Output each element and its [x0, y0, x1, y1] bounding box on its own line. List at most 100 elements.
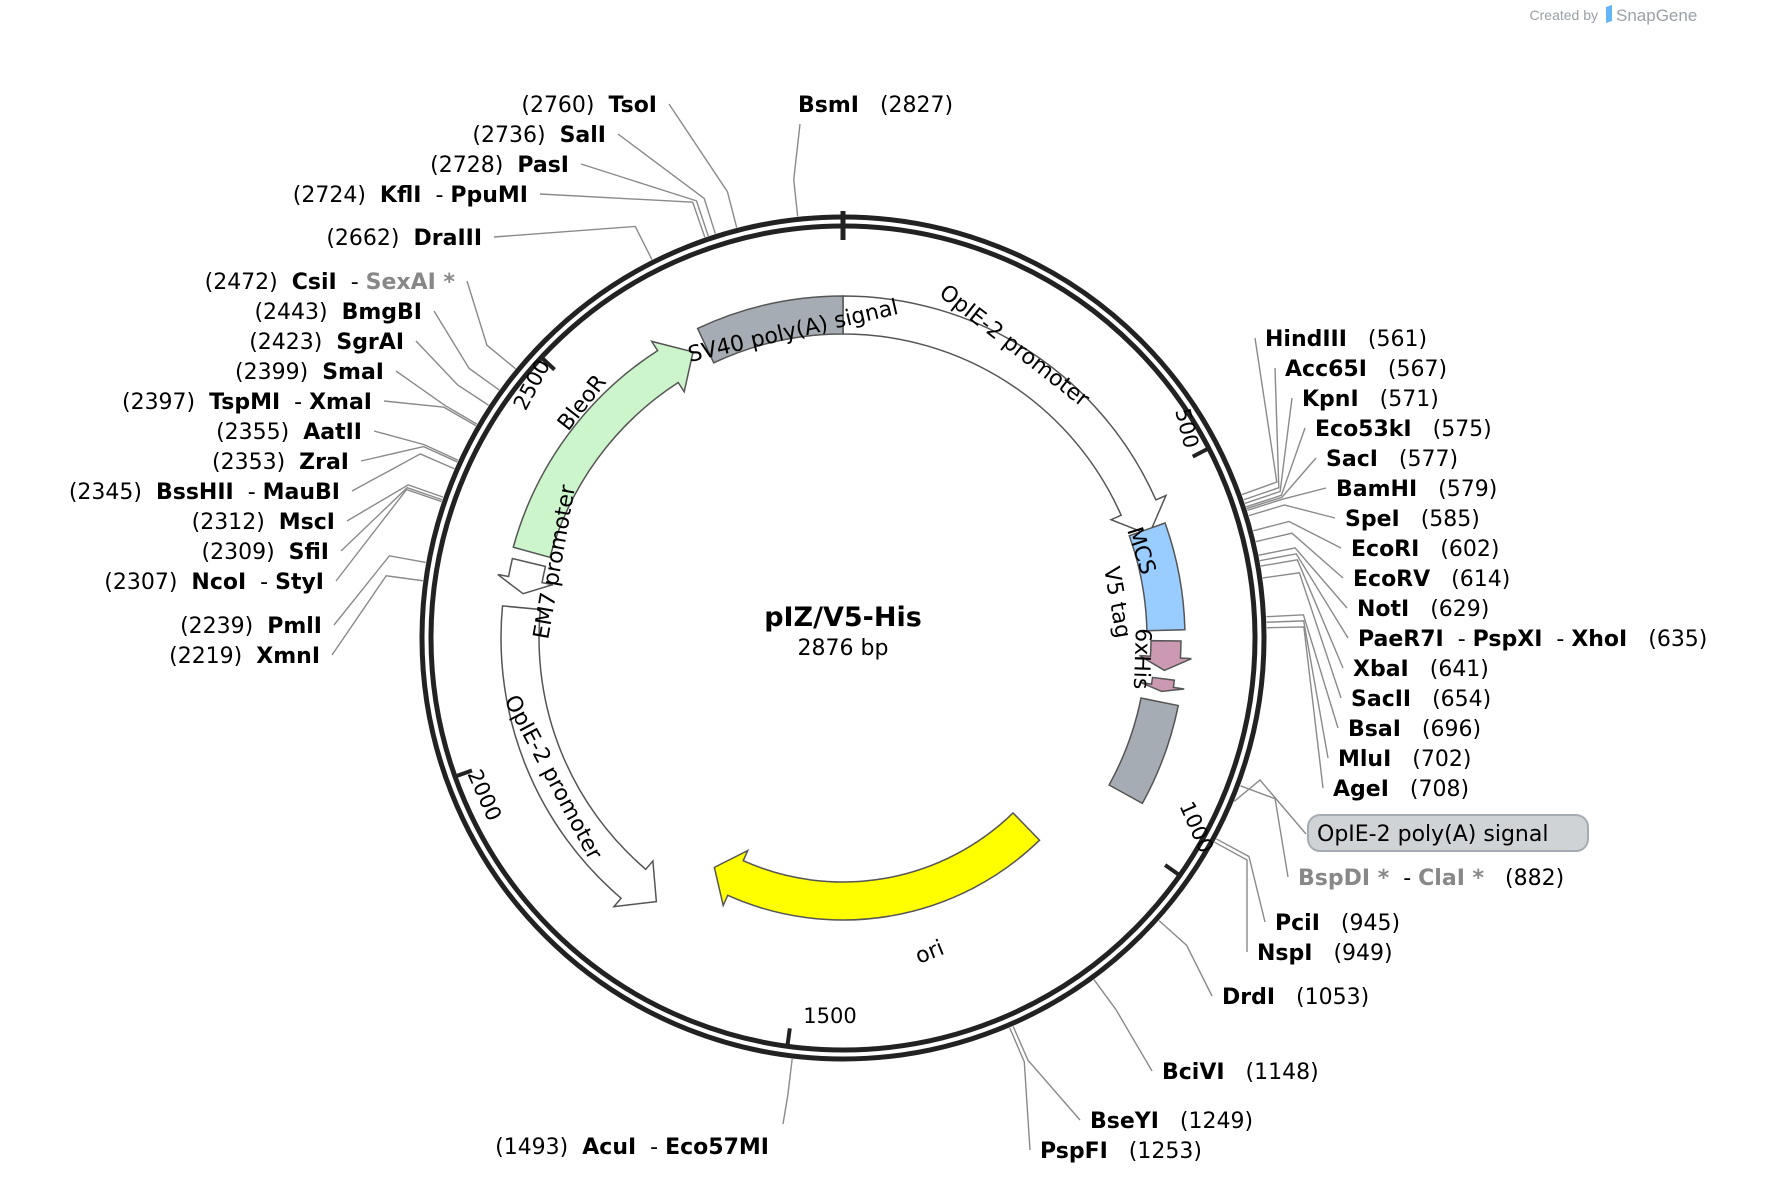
feature-arc-opie-2-poly-a-signal-4[interactable] [1108, 697, 1180, 805]
site-position: (629) [1430, 597, 1489, 622]
enzyme-name: NcoI [191, 570, 246, 595]
site-agei[interactable]: AgeI (708) [1333, 777, 1469, 802]
separator: - [636, 1135, 665, 1160]
site-pasi[interactable]: (2728) PasI [430, 153, 569, 178]
leader-line [1214, 841, 1248, 953]
site-msci[interactable]: (2312) MscI [192, 510, 335, 535]
site-label: PciI (945) [1275, 911, 1400, 936]
spacer [1400, 507, 1421, 532]
site-draiii[interactable]: (2662) DraIII [326, 226, 482, 251]
tick-500 [1191, 445, 1212, 459]
feature-label-v5-tag[interactable]: V5 tag [1098, 565, 1135, 640]
leader-line [1012, 1026, 1081, 1121]
site-pmli[interactable]: (2239) PmlI [180, 614, 322, 639]
feature-arc-v5-tag-2[interactable] [1139, 639, 1192, 672]
site-ncoi[interactable]: (2307) NcoI - StyI [104, 570, 324, 595]
site-label: EcoRI (602) [1351, 537, 1499, 562]
site-sali[interactable]: (2736) SalI [472, 123, 606, 148]
spacer [1378, 447, 1399, 472]
site-sgrai[interactable]: (2423) SgrAI [249, 330, 404, 355]
leader-line [433, 310, 500, 391]
site-tsoi[interactable]: (2760) TsoI [521, 93, 657, 118]
site-sacii[interactable]: SacII (654) [1351, 687, 1491, 712]
site-pspfi[interactable]: PspFI (1253) [1040, 1139, 1202, 1164]
site-bseyi[interactable]: BseYI (1249) [1090, 1109, 1253, 1134]
site-tspmi[interactable]: (2397) TspMI - XmaI [122, 390, 372, 415]
enzyme-name: Eco53kI [1315, 417, 1412, 442]
feature-arc-6xhis-3[interactable] [1140, 676, 1185, 693]
feature-arc-mcs-1[interactable] [1128, 522, 1186, 632]
feature-arc-opie-2-promoter-6[interactable] [500, 605, 658, 908]
snapgene-credit[interactable]: Created by SnapGene [1530, 5, 1698, 25]
spacer [322, 330, 336, 355]
site-position: (2239) [180, 614, 253, 639]
site-sfii[interactable]: (2309) SfiI [202, 540, 330, 565]
feature-arc-em7-promoter-7[interactable] [497, 557, 554, 595]
enzyme-name: SexAI * [366, 270, 456, 295]
site-eco53ki[interactable]: Eco53kI (575) [1315, 417, 1492, 442]
site-nspi[interactable]: NspI (949) [1257, 941, 1393, 966]
spacer [308, 360, 322, 385]
feature-arc-sv40-poly-a-signal-9[interactable] [696, 295, 844, 364]
enzyme-name: SgrAI [336, 330, 404, 355]
site-label: HindIII (561) [1265, 327, 1427, 352]
separator: - [1542, 627, 1571, 652]
site-hindiii[interactable]: HindIII (561) [1265, 327, 1427, 352]
site-zrai[interactable]: (2353) ZraI [212, 450, 349, 475]
site-ecori[interactable]: EcoRI (602) [1351, 537, 1499, 562]
site-position: (949) [1333, 941, 1392, 966]
site-smai[interactable]: (2399) SmaI [235, 360, 384, 385]
site-bamhi[interactable]: BamHI (579) [1336, 477, 1497, 502]
site-spei[interactable]: SpeI (585) [1345, 507, 1480, 532]
leader-line [360, 445, 458, 463]
site-paer7i[interactable]: PaeR7I - PspXI - XhoI (635) [1358, 627, 1707, 652]
feature-label-6xhis[interactable]: 6xHis [1128, 628, 1155, 690]
spacer [1409, 657, 1430, 682]
site-bsmi[interactable]: BsmI (2827) [798, 93, 953, 118]
spacer [1359, 387, 1380, 412]
leader-line [383, 400, 477, 427]
leader-line [1243, 367, 1280, 501]
site-noti[interactable]: NotI (629) [1357, 597, 1489, 622]
site-bcivi[interactable]: BciVI (1148) [1162, 1060, 1319, 1085]
site-bspdi[interactable]: BspDI * - ClaI * (882) [1298, 866, 1564, 891]
leader-line [1258, 547, 1348, 609]
spacer [1401, 717, 1422, 742]
leader-line [668, 103, 738, 228]
site-label: (1493) AcuI - Eco57MI [495, 1135, 769, 1160]
enzyme-name: EcoRV [1353, 567, 1430, 592]
feature-label-opie2-promoter-2[interactable]: OpIE-2 promoter [499, 691, 607, 865]
site-label: (2307) NcoI - StyI [104, 570, 324, 595]
site-pcii[interactable]: PciI (945) [1275, 911, 1400, 936]
site-bsai[interactable]: BsaI (696) [1348, 717, 1481, 742]
site-mlui[interactable]: MluI (702) [1338, 747, 1471, 772]
site-position: (561) [1368, 327, 1427, 352]
site-drdi[interactable]: DrdI (1053) [1222, 985, 1369, 1010]
separator: - [234, 480, 263, 505]
leader-line [793, 123, 801, 217]
enzyme-name: SacII [1351, 687, 1411, 712]
site-bsshii[interactable]: (2345) BssHII - MauBI [69, 480, 340, 505]
feature-arc-ori-5[interactable] [713, 811, 1041, 921]
feature-callout-opie2-polya[interactable]: OpIE-2 poly(A) signal [1307, 814, 1589, 852]
feature-label-ori[interactable]: ori [912, 936, 948, 970]
site-ecorv[interactable]: EcoRV (614) [1353, 567, 1510, 592]
site-xmni[interactable]: (2219) XmnI [169, 644, 320, 669]
site-kpni[interactable]: KpnI (571) [1302, 387, 1439, 412]
site-kfli[interactable]: (2724) KflI - PpuMI [293, 183, 528, 208]
enzyme-name: DraIII [413, 226, 482, 251]
site-xbai[interactable]: XbaI (641) [1353, 657, 1489, 682]
site-aatii[interactable]: (2355) AatII [216, 420, 362, 445]
enzyme-name: ClaI * [1418, 866, 1484, 891]
site-label: PspFI (1253) [1040, 1139, 1202, 1164]
site-label: (2728) PasI [430, 153, 569, 178]
site-csii[interactable]: (2472) CsiI - SexAI * [205, 270, 456, 295]
site-acc65i[interactable]: Acc65I (567) [1285, 357, 1447, 382]
site-label: Eco53kI (575) [1315, 417, 1492, 442]
site-saci[interactable]: SacI (577) [1326, 447, 1458, 472]
site-acui[interactable]: (1493) AcuI - Eco57MI [495, 1135, 769, 1160]
site-bmgbi[interactable]: (2443) BmgBI [254, 300, 422, 325]
enzyme-name: XmaI [309, 390, 372, 415]
spacer [859, 93, 880, 118]
feature-arc-bleor-8[interactable] [512, 340, 694, 559]
